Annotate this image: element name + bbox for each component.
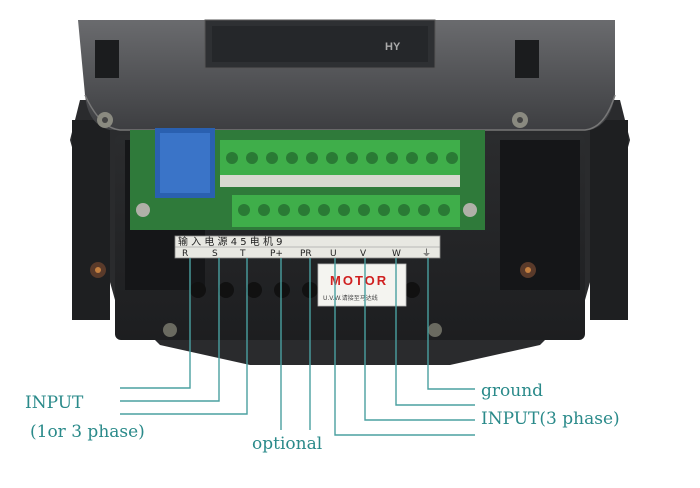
lower-terminal-block — [232, 195, 460, 227]
input-phase-label: (1or 3 phase) — [30, 422, 145, 442]
brand-label: HY — [385, 41, 401, 53]
terminal-5: PR — [300, 249, 312, 259]
terminal-4: P+ — [270, 249, 283, 259]
terminal-7: V — [360, 249, 367, 259]
terminal-9: ⏚ — [422, 248, 431, 259]
input-label: INPUT — [25, 393, 84, 413]
terminal-6: U — [330, 249, 337, 259]
optional-label: optional — [252, 434, 323, 454]
terminal-2: S — [212, 249, 218, 259]
motor-tag-subtitle: U.V.W.请接至马达线 — [323, 294, 378, 302]
terminal-letter-row: R S T P+ PR U V W ⏚ — [182, 248, 431, 259]
terminal-8: W — [392, 249, 401, 259]
power-terminal-strip — [174, 235, 441, 259]
upper-terminal-block — [220, 140, 460, 187]
terminal-header-cn: 输 入 电 源 4 5 电 机 9 — [178, 235, 283, 248]
ground-label: ground — [481, 381, 544, 401]
motor-tag-title: MOTOR — [330, 273, 388, 288]
cover-screws — [90, 112, 536, 337]
top-cover — [78, 19, 616, 131]
motor-input-label: INPUT(3 phase) — [481, 409, 620, 429]
motor-warning-tag — [317, 263, 407, 307]
terminal-1: R — [182, 249, 188, 259]
terminal-3: T — [239, 249, 246, 259]
leader-lines — [120, 258, 475, 436]
